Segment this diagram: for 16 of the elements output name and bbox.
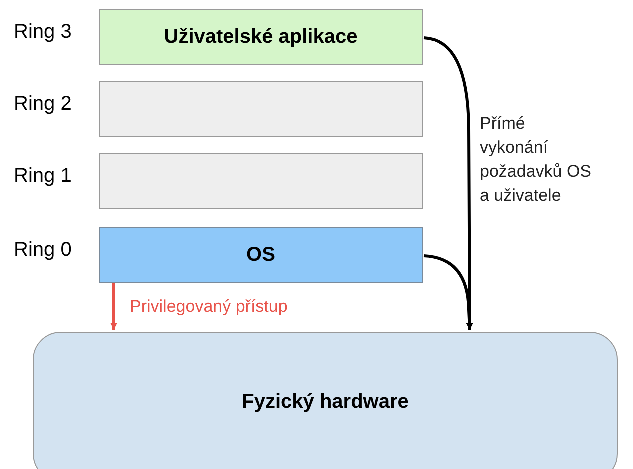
ring-label: Ring 2 bbox=[14, 92, 72, 117]
ring-box bbox=[99, 9, 423, 65]
box-label: Uživatelské aplikace bbox=[164, 25, 358, 50]
ring-box bbox=[99, 227, 423, 283]
ring-box bbox=[99, 81, 423, 137]
ring-label: Ring 3 bbox=[14, 20, 72, 45]
ring-box bbox=[99, 153, 423, 209]
box-label: OS bbox=[246, 243, 276, 268]
hardware-box bbox=[33, 332, 618, 469]
edge-label: Přímé vykonání požadavků OS a uživatele bbox=[480, 113, 593, 207]
arrow bbox=[110, 283, 118, 330]
edge-label: Privilegovaný přístup bbox=[130, 296, 289, 318]
ring-label: Ring 1 bbox=[14, 164, 72, 189]
box-label: Fyzický hardware bbox=[242, 390, 409, 415]
ring-label: Ring 0 bbox=[14, 238, 72, 263]
arrow bbox=[424, 254, 474, 330]
